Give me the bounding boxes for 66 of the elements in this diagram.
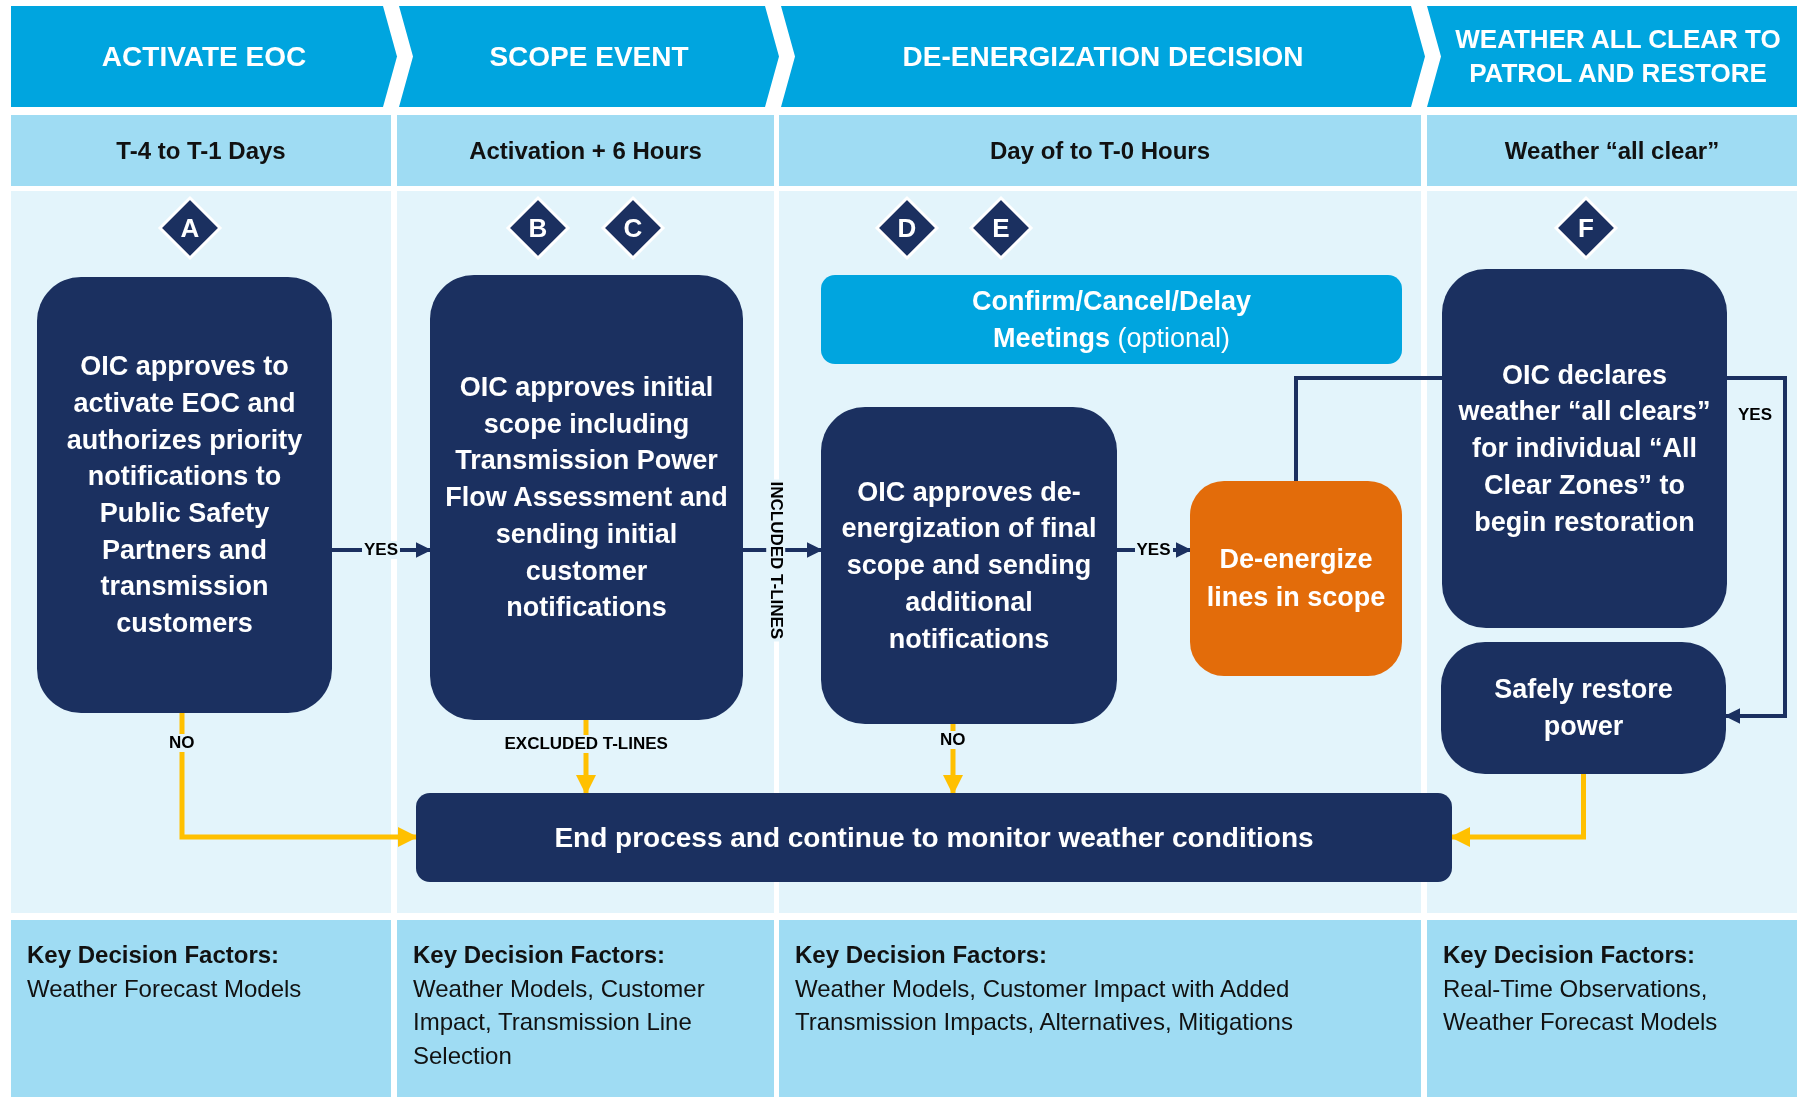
panel-text: Weather Models, Customer Impact with Added Transmission Impacts, Alternatives, Mitigations (795, 973, 1294, 1038)
timing-label: Weather “all clear” (1504, 136, 1720, 165)
phase-header (399, 6, 779, 107)
connector-arrow (1724, 376, 1787, 724)
timing-band (11, 115, 391, 186)
step-letter: B (528, 212, 548, 244)
timing-label: T-4 to T-1 Days (116, 136, 286, 165)
process-box (37, 277, 332, 713)
process-box (1441, 642, 1726, 774)
phase-title: DE-ENERGIZATION DECISION (902, 40, 1304, 73)
connector-arrow (943, 724, 963, 795)
step-marker (603, 198, 663, 258)
step-marker (971, 198, 1031, 258)
phase-title: SCOPE EVENT (489, 40, 689, 73)
step-letter: A (180, 212, 200, 244)
panel-heading: Key Decision Factors: (795, 940, 1048, 970)
panel-text: Real-Time Observations, Weather Forecast Models (1443, 973, 1719, 1038)
end-box (416, 793, 1452, 882)
panel-text: Weather Models, Customer Impact, Transmission Line Selection (413, 973, 706, 1071)
node-text: Safely restore power (1493, 673, 1674, 743)
timing-band (779, 115, 1421, 186)
edge-label: YES (362, 540, 401, 560)
connector-arrow (332, 542, 432, 558)
panel-heading: Key Decision Factors: (1443, 940, 1696, 970)
edge-label: INCLUDED T-LINES (766, 479, 786, 641)
node-text: OIC declares weather “all clears” for individual “All Clear Zones” to begin restoration (1457, 358, 1712, 539)
node-text: De-energize lines in scope (1205, 542, 1387, 614)
connector-arrow (1450, 774, 1586, 847)
panel-text: Weather Forecast Models (27, 973, 302, 1004)
node-text: OIC approves initial scope including Transmission Power Flow Assessment and sending initial customer notifications (444, 371, 729, 625)
phase-header (11, 6, 397, 107)
node-text: Confirm/Cancel/Delay Meetings (optional) (971, 284, 1252, 355)
step-marker (877, 198, 937, 258)
step-letter: C (623, 212, 643, 244)
timing-band (1427, 115, 1797, 186)
process-box (821, 407, 1117, 724)
connector-arrow (1117, 542, 1192, 558)
step-marker (160, 198, 220, 258)
connector-arrow (576, 720, 596, 795)
step-letter: D (897, 212, 917, 244)
node-text: OIC approves to activate EOC and authorizes priority notifications to Public Safety Partners and transmission customers (65, 350, 304, 641)
decision-factors-panel (1427, 920, 1797, 1097)
process-box (1442, 269, 1727, 628)
phase-header (1427, 6, 1797, 107)
phase-title: WEATHER ALL CLEAR TO PATROL AND RESTORE (1454, 22, 1782, 90)
process-box (430, 275, 743, 720)
step-letter: E (992, 212, 1010, 244)
step-letter: F (1578, 212, 1594, 244)
decision-factors-panel (11, 920, 391, 1097)
step-marker (508, 198, 568, 258)
decision-factors-panel (779, 920, 1421, 1097)
phase-title: ACTIVATE EOC (101, 40, 307, 73)
step-marker (1556, 198, 1616, 258)
node-text: End process and continue to monitor weather conditions (554, 821, 1314, 854)
connector-arrow (179, 713, 418, 847)
meeting-box (821, 275, 1402, 364)
node-text: OIC approves de-energization of final scope and sending additional notifications (840, 475, 1098, 656)
timing-label: Day of to T-0 Hours (990, 136, 1210, 165)
timing-band (397, 115, 774, 186)
connector-arrow (743, 542, 823, 558)
panel-heading: Key Decision Factors: (27, 940, 280, 970)
action-box (1190, 481, 1402, 676)
timing-label: Activation + 6 Hours (469, 136, 702, 165)
decision-factors-panel (397, 920, 774, 1097)
phase-header (781, 6, 1425, 107)
panel-heading: Key Decision Factors: (413, 940, 666, 970)
